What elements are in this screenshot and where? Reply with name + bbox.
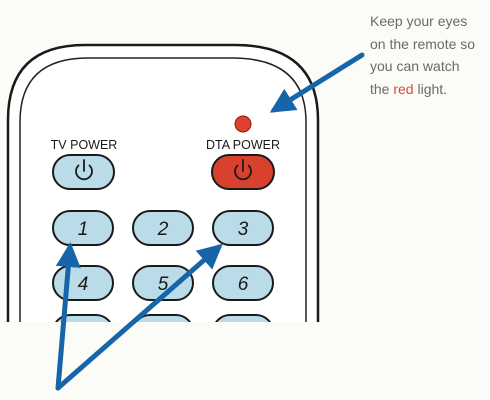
key-5-label: 5 [158, 274, 169, 295]
power-icon [75, 159, 93, 181]
remote-body [6, 43, 320, 322]
arrow-to-key-1 [55, 242, 81, 391]
caption-line-3: you can watch [370, 58, 460, 74]
dta-power-button[interactable] [211, 154, 275, 190]
dta-power-label: DTA POWER [206, 138, 280, 152]
arrow-to-key-3 [55, 243, 223, 391]
power-icon [234, 159, 252, 181]
key-3-label: 3 [238, 219, 249, 240]
key-3[interactable]: 3 [212, 210, 274, 246]
key-6[interactable]: 6 [212, 265, 274, 301]
key-1-label: 1 [78, 219, 89, 240]
key-5[interactable]: 5 [132, 265, 194, 301]
key-2[interactable]: 2 [132, 210, 194, 246]
key-1[interactable]: 1 [52, 210, 114, 246]
caption-light: light. [413, 80, 448, 97]
caption-the: the [370, 80, 394, 97]
caption-line-1: Keep your eyes [370, 13, 468, 29]
indicator-light-icon [234, 115, 252, 133]
key-6-label: 6 [238, 274, 249, 295]
tv-power-label: TV POWER [51, 138, 118, 152]
callout-arrows [55, 52, 365, 391]
key-2-label: 2 [157, 219, 169, 240]
callout-caption: Keep your eyes on the remote so you can … [370, 10, 490, 100]
caption-red-word: red [393, 80, 414, 97]
caption-line-4: the red light. [370, 81, 447, 97]
arrow-to-indicator [269, 52, 365, 113]
key-row-3-partial [55, 314, 271, 322]
remote-inner-outline [19, 57, 307, 322]
tv-power-button[interactable] [52, 154, 115, 190]
key-4-label: 4 [78, 274, 89, 295]
key-4[interactable]: 4 [52, 265, 114, 301]
caption-line-2: on the remote so [370, 35, 476, 52]
